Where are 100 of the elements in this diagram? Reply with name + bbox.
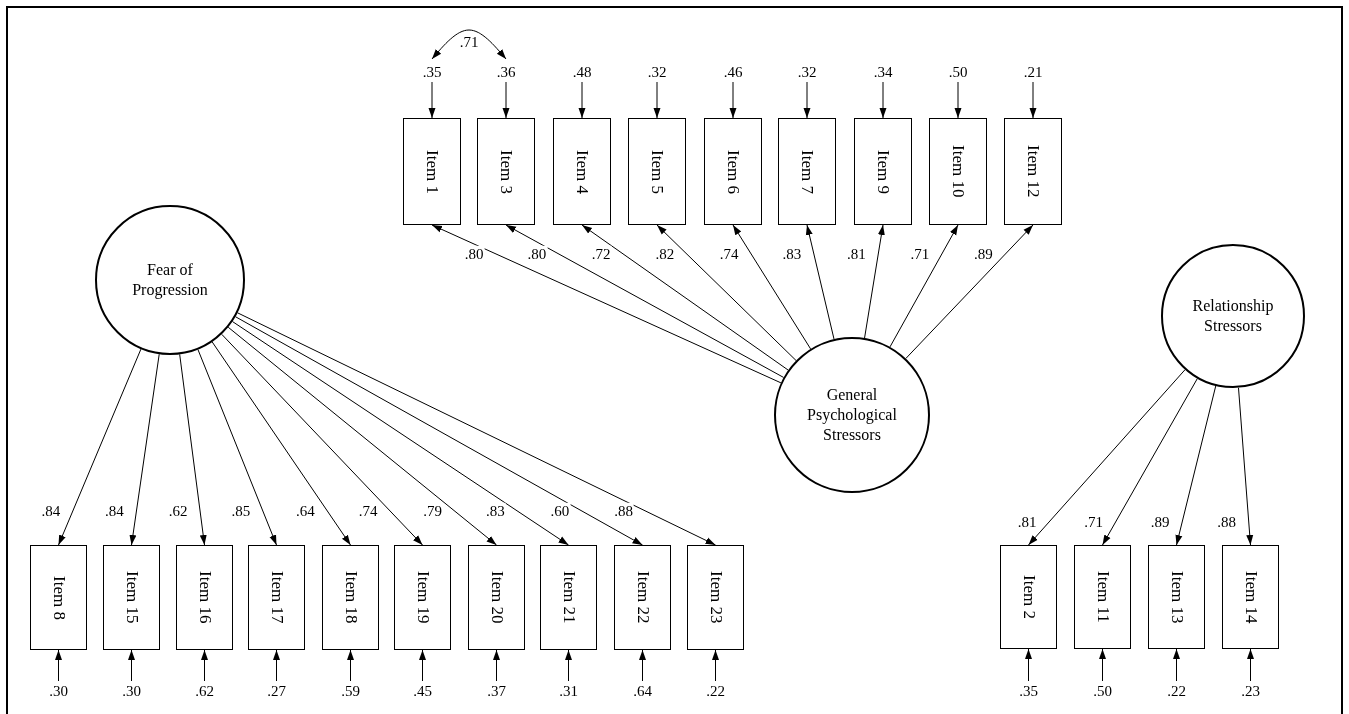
error-variance-value: .34 — [873, 63, 893, 81]
arrow — [201, 649, 208, 682]
indicator-label: Item 8 — [48, 575, 69, 620]
error-variance-value: .48 — [572, 63, 592, 81]
arrow — [236, 312, 716, 546]
error-variance-value: .45 — [413, 682, 432, 700]
error-variance-value: .22 — [1167, 682, 1186, 700]
latent-variable-label: Relationship Stressors — [1191, 296, 1275, 336]
indicator-label: Item 18 — [340, 571, 361, 624]
latent-variable-label: Fear of Progression — [131, 260, 209, 300]
error-variance-value: .30 — [49, 682, 68, 700]
indicator-label: Item 19 — [412, 571, 433, 624]
error-variance-value: .32 — [797, 63, 817, 81]
arrow — [1175, 385, 1217, 546]
arrow — [864, 224, 885, 339]
indicator-label: Item 1 — [422, 149, 442, 194]
error-variance-value: .36 — [496, 63, 516, 81]
indicator-box — [1148, 545, 1205, 649]
error-variance-value: .62 — [195, 682, 214, 700]
error-variance-value: .22 — [706, 682, 725, 700]
arrow — [1238, 387, 1254, 546]
arrow — [639, 649, 646, 682]
arrow — [179, 353, 207, 546]
arrow — [505, 224, 785, 378]
arrow — [1173, 648, 1180, 682]
indicator-box — [30, 545, 87, 650]
arrow — [234, 316, 643, 546]
indicator-box — [778, 118, 836, 225]
arrow — [1099, 648, 1106, 682]
arrow — [581, 224, 789, 371]
error-variance-value: .21 — [1023, 63, 1043, 81]
indicator-box — [248, 545, 305, 650]
error-variance-value: .27 — [267, 682, 286, 700]
arrow — [1102, 378, 1198, 546]
indicator-box — [628, 118, 686, 225]
indicator-label: Item 11 — [1092, 571, 1113, 623]
indicator-box — [394, 545, 451, 650]
arrow — [889, 224, 959, 348]
arrow — [231, 321, 569, 546]
error-variance-value: .32 — [647, 63, 667, 81]
indicator-label: Item 20 — [486, 571, 507, 624]
indicator-label: Item 5 — [647, 149, 667, 194]
arrow — [954, 81, 962, 119]
arrow — [653, 81, 661, 119]
error-variance-value: .50 — [1093, 682, 1112, 700]
indicator-box — [553, 118, 611, 225]
error-variance-value: .64 — [633, 682, 652, 700]
indicator-box — [704, 118, 762, 225]
arrow — [805, 224, 835, 340]
arrow — [347, 649, 354, 682]
arrow — [221, 333, 423, 546]
error-variance-value: .35 — [422, 63, 442, 81]
indicator-box — [103, 545, 160, 650]
arrow — [712, 649, 719, 682]
error-variance-value: .46 — [723, 63, 743, 81]
arrow — [419, 649, 426, 682]
indicator-label: Item 9 — [873, 149, 893, 194]
arrow — [565, 649, 572, 682]
indicator-label: Item 15 — [121, 571, 142, 624]
arrow — [197, 349, 277, 546]
arrow — [1029, 81, 1037, 119]
indicator-label: Item 10 — [948, 145, 968, 198]
indicator-label: Item 2 — [1018, 575, 1039, 619]
indicator-box — [1222, 545, 1279, 649]
arrow — [493, 649, 500, 682]
arrow — [273, 649, 280, 682]
indicator-box — [1000, 545, 1057, 649]
error-variance-value: .59 — [341, 682, 360, 700]
covariance-arrow — [431, 29, 507, 60]
indicator-label: Item 7 — [797, 149, 817, 194]
indicator-label: Item 13 — [1166, 570, 1187, 624]
indicator-label: Item 3 — [496, 149, 516, 194]
arrow — [905, 224, 1034, 359]
arrow — [428, 81, 436, 119]
indicator-label: Item 23 — [705, 571, 726, 624]
arrow — [211, 341, 351, 546]
indicator-box — [929, 118, 987, 225]
indicator-box — [403, 118, 461, 225]
indicator-box — [468, 545, 525, 650]
indicator-box — [1074, 545, 1131, 649]
indicator-label: Item 21 — [558, 571, 579, 624]
arrow — [1028, 369, 1186, 546]
indicator-box — [1004, 118, 1062, 225]
error-variance-value: .35 — [1019, 682, 1038, 700]
indicator-box — [687, 545, 744, 650]
error-variance-value: .30 — [122, 682, 141, 700]
arrow — [502, 81, 510, 119]
arrow — [58, 348, 142, 546]
indicator-label: Item 16 — [194, 571, 215, 624]
arrow — [1025, 648, 1032, 682]
indicator-box — [614, 545, 671, 650]
indicator-label: Item 17 — [266, 571, 287, 624]
arrow — [431, 224, 782, 384]
arrow — [1247, 648, 1254, 682]
arrow — [55, 649, 62, 682]
latent-variable-label: General Psychological Stressors — [806, 385, 898, 445]
arrow — [803, 81, 811, 119]
indicator-box — [322, 545, 379, 650]
indicator-label: Item 12 — [1023, 145, 1043, 198]
indicator-box — [176, 545, 233, 650]
